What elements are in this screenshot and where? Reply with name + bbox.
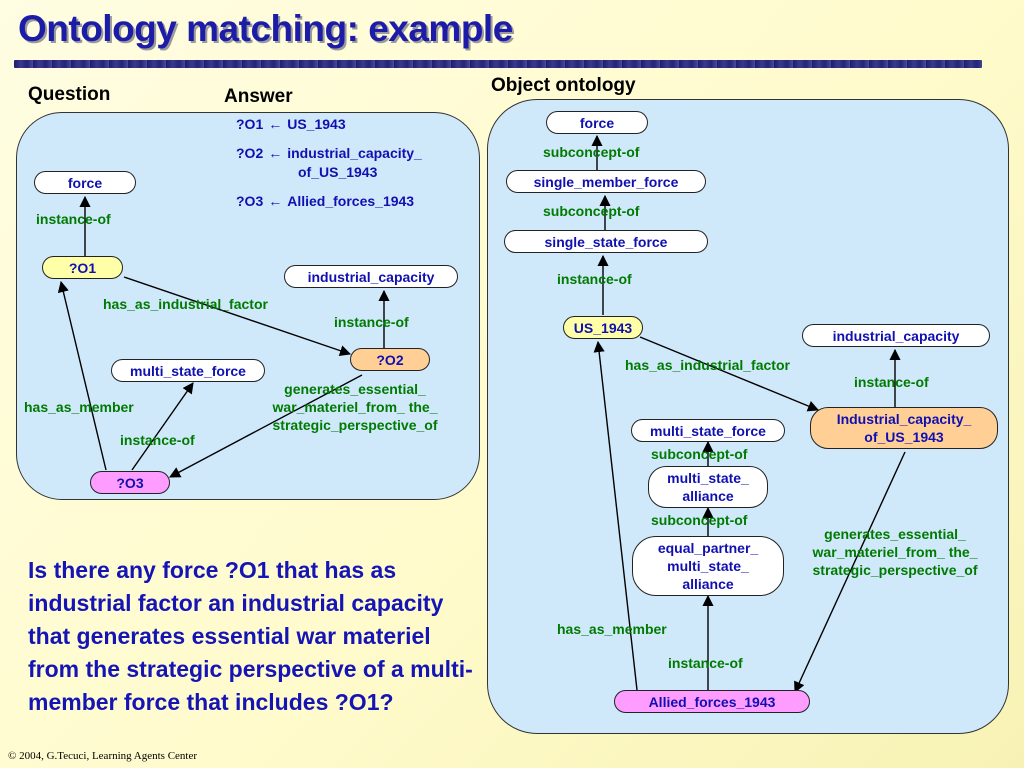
o-rel-generates-line: generates_essential_ <box>824 526 966 542</box>
q-rel-generates-line: generates_essential_ <box>284 381 426 397</box>
o-edge-icus-af <box>794 451 906 694</box>
answer-var: ?O3 <box>236 193 264 209</box>
q-rel-generates-line: strategic_perspective_of <box>272 417 438 433</box>
o-rel-instance-of-2: instance-of <box>854 374 929 390</box>
o-rel-subconcept-4: subconcept-of <box>651 512 748 528</box>
o-rel-instance-of-1: instance-of <box>557 271 632 287</box>
q-edge-o1-o2 <box>123 276 352 357</box>
o-node-multi-state-alliance: multi_state_ alliance <box>648 466 768 508</box>
o-rel-subconcept-3: subconcept-of <box>651 446 748 462</box>
answer-value: industrial_capacity_ <box>287 145 422 161</box>
o-node-multi-state-force: multi_state_force <box>631 419 785 442</box>
o-rel-instance-of-3: instance-of <box>668 655 743 671</box>
o-rel-has-as-industrial-factor: has_as_industrial_factor <box>625 357 790 373</box>
object-ontology-label: Object ontology <box>491 75 636 96</box>
q-edge-o2-o3 <box>169 374 363 478</box>
node-line: Industrial_capacity_ <box>836 411 972 427</box>
o-node-equal-partner-msa: equal_partner_ multi_state_ alliance <box>632 536 784 596</box>
q-rel-instance-of-3: instance-of <box>120 432 195 448</box>
answer-label: Answer <box>224 86 293 107</box>
o-edge-af-us <box>593 340 638 691</box>
left-arrow-icon: ← <box>268 145 283 161</box>
o-rel-subconcept-1: subconcept-of <box>543 144 640 160</box>
o-node-single-state-force: single_state_force <box>504 230 708 253</box>
o-edge-us-ic <box>639 336 820 412</box>
o-node-us-1943: US_1943 <box>563 316 643 339</box>
q-node-o3: ?O3 <box>90 471 170 494</box>
answer-value: US_1943 <box>287 116 346 132</box>
node-line: of_US_1943 <box>864 429 944 445</box>
q-rel-generates: generates_essential_ war_materiel_from_ … <box>250 380 460 434</box>
left-arrow-icon: ← <box>268 116 283 132</box>
q-node-o2: ?O2 <box>350 348 430 371</box>
slide-title: Ontology matching: example <box>18 8 513 49</box>
q-rel-instance-of-2: instance-of <box>334 314 409 330</box>
node-line: multi_state_ <box>667 470 749 486</box>
o-node-industrial-capacity: industrial_capacity <box>802 324 990 347</box>
o-node-industrial-capacity-of-us: Industrial_capacity_ of_US_1943 <box>810 407 998 449</box>
answer-var: ?O2 <box>236 145 264 161</box>
node-line: alliance <box>682 488 734 504</box>
question-label: Question <box>28 84 111 105</box>
q-rel-instance-of-1: instance-of <box>36 211 111 227</box>
question-text: Is there any force ?O1 that has as indus… <box>28 557 473 715</box>
node-line: equal_partner_ <box>657 540 759 556</box>
q-edge-o3-multi <box>131 382 194 471</box>
left-arrow-icon: ← <box>268 193 283 209</box>
q-rel-generates-line: war_materiel_from_ the_ <box>272 399 438 415</box>
o-rel-generates-line: strategic_perspective_of <box>812 562 978 578</box>
q-node-multi-state-force: multi_state_force <box>111 359 265 382</box>
o-rel-subconcept-2: subconcept-of <box>543 203 640 219</box>
title-rule <box>14 60 982 68</box>
footer-copyright: © 2004, G.Tecuci, Learning Agents Center <box>8 750 198 762</box>
q-node-o1: ?O1 <box>42 256 123 279</box>
q-edge-o3-o1 <box>57 280 107 471</box>
q-rel-has-as-member: has_as_member <box>24 399 134 415</box>
o-rel-generates: generates_essential_ war_materiel_from_ … <box>792 525 998 579</box>
q-node-force: force <box>34 171 136 194</box>
answer-value: Allied_forces_1943 <box>287 193 415 209</box>
node-line: alliance <box>682 576 734 592</box>
o-node-allied-forces-1943: Allied_forces_1943 <box>614 690 810 713</box>
q-rel-has-as-industrial-factor: has_as_industrial_factor <box>103 296 268 312</box>
q-node-industrial-capacity: industrial_capacity <box>284 265 458 288</box>
answer-line-o2: ?O2←industrial_capacity_ <box>236 145 422 161</box>
answer-var: ?O1 <box>236 116 264 132</box>
answer-line-o3: ?O3←Allied_forces_1943 <box>236 193 414 209</box>
o-node-single-member-force: single_member_force <box>506 170 706 193</box>
o-rel-generates-line: war_materiel_from_ the_ <box>812 544 978 560</box>
answer-line-o2-cont: of_US_1943 <box>298 164 378 180</box>
o-node-force: force <box>546 111 648 134</box>
node-line: multi_state_ <box>667 558 749 574</box>
answer-line-o1: ?O1←US_1943 <box>236 116 346 132</box>
o-rel-has-as-member: has_as_member <box>557 621 667 637</box>
